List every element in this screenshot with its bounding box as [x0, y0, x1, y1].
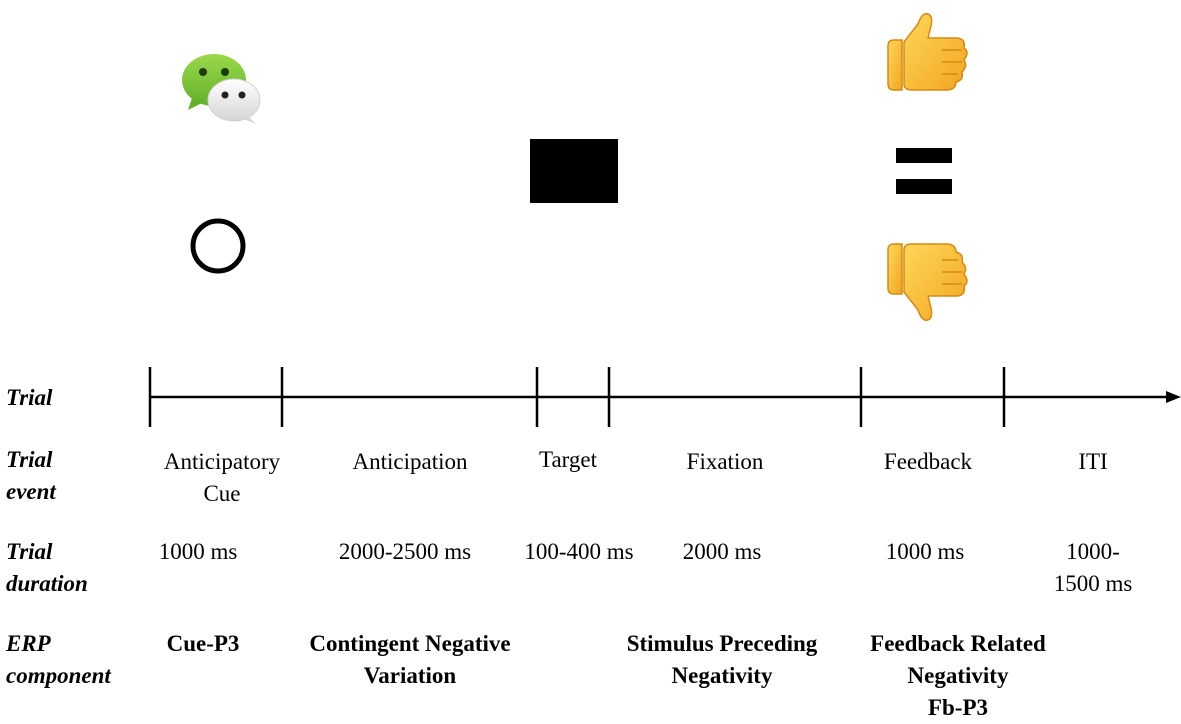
- timeline-arrowhead: [1166, 391, 1181, 403]
- erp-spn: Stimulus Preceding Negativity: [626, 631, 818, 688]
- row-label-trial-event: Trial event: [6, 447, 56, 504]
- thumbs-down-icon: [887, 243, 968, 322]
- duration-target: 100-400 ms: [524, 539, 634, 564]
- duration-iti: 1000-1500 ms: [1053, 539, 1133, 596]
- thumbs-up-icon: [887, 12, 968, 91]
- event-anticipatory-cue: Anticipatory Cue: [163, 449, 281, 506]
- event-anticipation: Anticipation: [352, 449, 468, 474]
- wechat-chat-icon: [182, 54, 261, 124]
- row-label-trial-duration: Trial duration: [6, 539, 88, 596]
- duration-anticipation: 2000-2500 ms: [338, 539, 472, 564]
- duration-fixation: 2000 ms: [682, 539, 762, 564]
- black-square-icon: [530, 139, 618, 203]
- erp-cnv: Contingent Negative Variation: [309, 631, 511, 688]
- equals-icon: [896, 148, 952, 194]
- erp-frn-fbp3: Feedback Related Negativity Fb-P3: [870, 631, 1046, 720]
- row-label-trial: Trial: [6, 385, 53, 410]
- circle-icon: [190, 218, 246, 274]
- equals-bar-bottom: [896, 179, 952, 194]
- duration-cue: 1000 ms: [158, 539, 238, 564]
- duration-feedback: 1000 ms: [885, 539, 965, 564]
- equals-bar-top: [896, 148, 952, 163]
- event-fixation: Fixation: [686, 449, 764, 474]
- erp-cue-p3: Cue-P3: [166, 631, 240, 656]
- event-feedback: Feedback: [883, 449, 973, 474]
- event-target: Target: [539, 447, 597, 472]
- row-label-erp-component: ERP component: [6, 631, 111, 688]
- event-iti: ITI: [1078, 449, 1108, 474]
